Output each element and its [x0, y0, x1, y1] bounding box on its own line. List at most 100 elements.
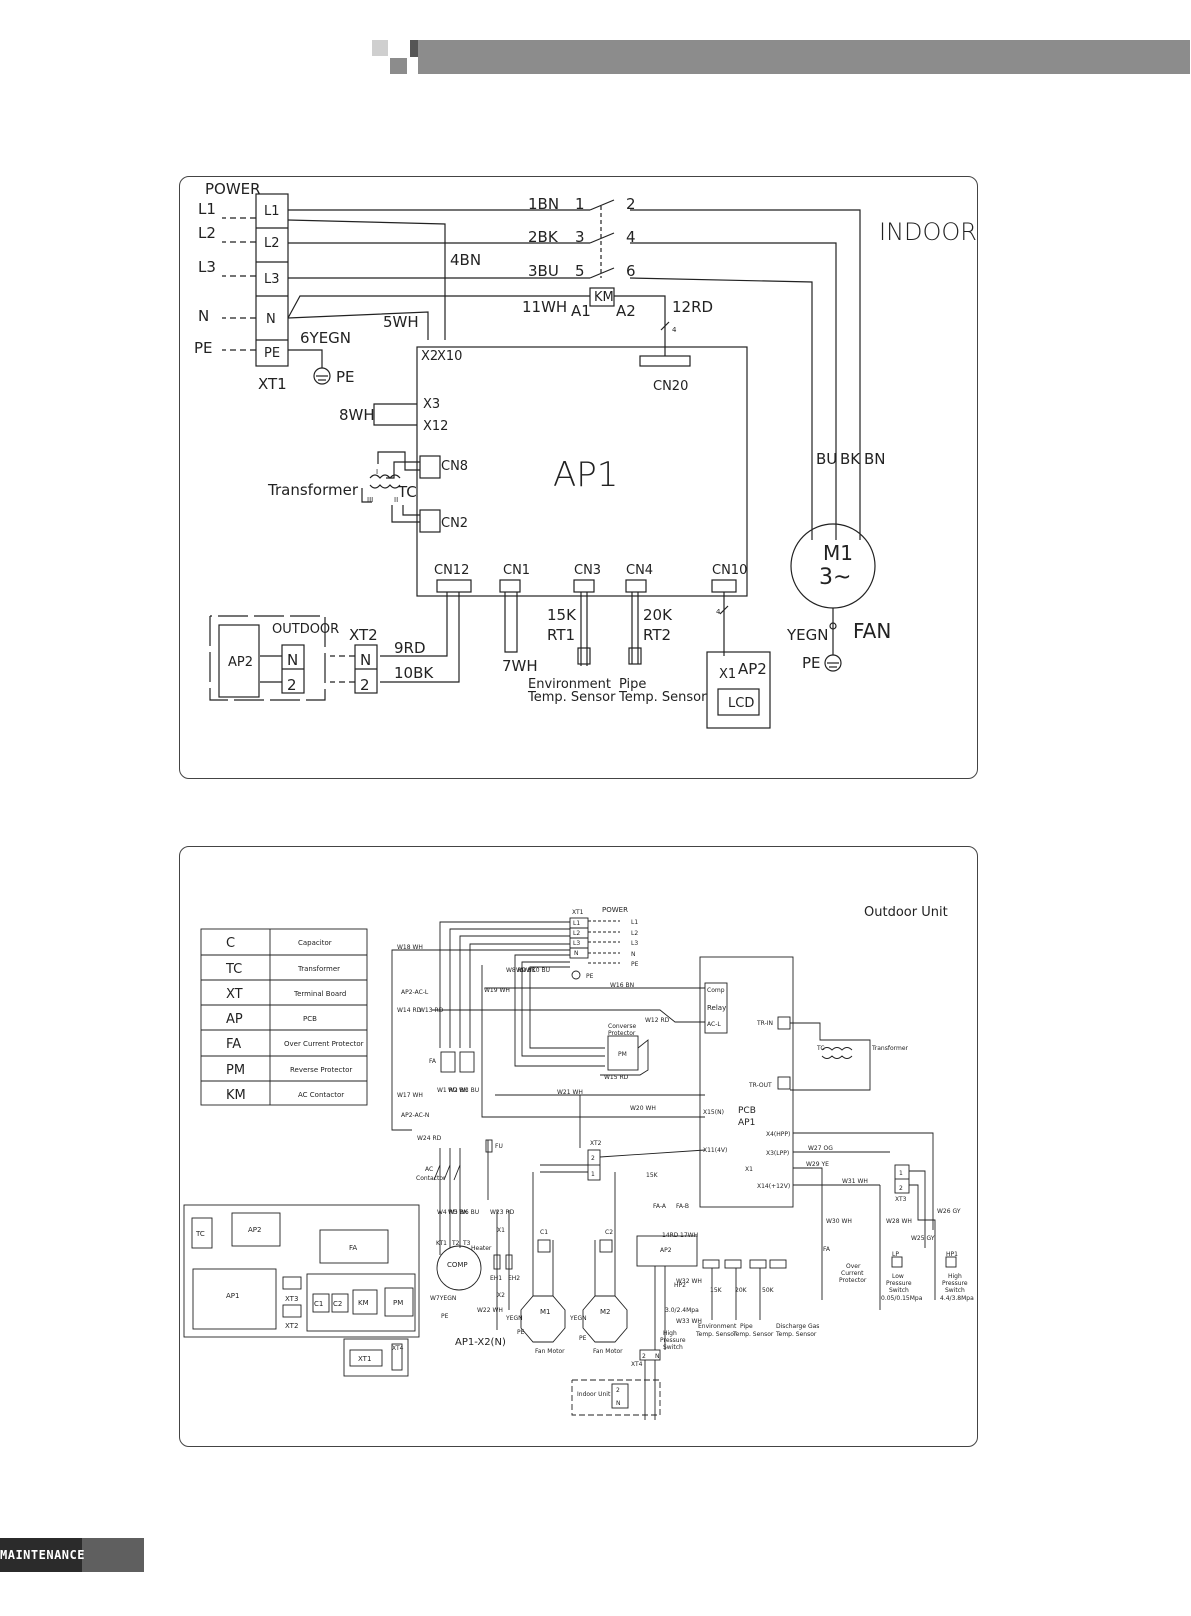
- wire-w21: W21 WH: [557, 1089, 583, 1096]
- pcb-label: PCB: [738, 1106, 756, 1116]
- xt2-n: N: [360, 651, 371, 669]
- m1-label: M1: [540, 1308, 551, 1316]
- header-bar: [418, 40, 1190, 74]
- wire-w3: W3 BU: [459, 1087, 479, 1094]
- lcd-box: [717, 688, 760, 716]
- wire-w9: W9 BK: [516, 967, 537, 974]
- indoor-diagram-panel: [179, 176, 978, 779]
- outdoor-link-2: 2: [287, 676, 297, 694]
- heater-x2: X2: [497, 1292, 505, 1299]
- lp-label: LP: [892, 1251, 899, 1258]
- indoor-unit-2: 2: [616, 1387, 620, 1394]
- ap1-x2-label: AP1-X2(N): [455, 1337, 506, 1348]
- pcb-ap1-outdoor: [699, 956, 794, 1208]
- legend-desc-4: Over Current Protector: [284, 1040, 364, 1048]
- km-a2: A2: [616, 302, 636, 320]
- contact-2: 2: [626, 195, 636, 213]
- dis-sensor-2: Temp. Sensor: [775, 1331, 817, 1338]
- heater-label: Heater: [471, 1245, 492, 1252]
- high-switch-2: Pressure: [942, 1280, 968, 1287]
- contact-1: 1: [575, 195, 585, 213]
- pin-cn4: CN4: [626, 563, 653, 578]
- over-current-2: Current: [841, 1270, 864, 1277]
- motor-phase: 3~: [819, 565, 851, 590]
- wire-w33: W33 WH: [676, 1318, 702, 1325]
- indoor-l2-label: L2: [198, 224, 216, 242]
- legend-desc-6: AC Contactor: [298, 1091, 344, 1099]
- over-current-3: Protector: [839, 1277, 867, 1284]
- hp2-label: HP2: [674, 1282, 686, 1289]
- pin-x2: X2: [421, 349, 438, 364]
- hp1-label: HP1: [946, 1251, 958, 1258]
- wire-12rd: 12RD: [672, 298, 713, 316]
- motor-ground-pe: PE: [802, 654, 821, 672]
- xt1-terminal-strip: [255, 193, 289, 367]
- m1-yegn: YEGN: [505, 1315, 523, 1322]
- low-switch-3: Switch: [889, 1287, 909, 1294]
- wire-w14: W14 RD: [397, 1007, 422, 1014]
- transformer-tc: TC: [397, 483, 417, 501]
- outdoor-transformer: Transformer: [871, 1045, 909, 1052]
- xt2-label: XT2: [349, 626, 378, 644]
- layout-km: KM: [358, 1299, 369, 1307]
- indoor-pe-label: PE: [194, 339, 213, 357]
- wire-w20: W20 WH: [630, 1105, 656, 1112]
- converse-protector-2: Protector: [608, 1030, 636, 1037]
- pin-x15: X15(N): [703, 1109, 724, 1116]
- pin-x1: X1: [745, 1166, 753, 1173]
- wire-5wh: 5WH: [383, 313, 419, 331]
- comp-label: COMP: [447, 1261, 468, 1269]
- display-board-ap2: [706, 651, 771, 729]
- wire-12rd-count: 4: [672, 326, 677, 334]
- converse-protector-1: Converse: [608, 1023, 636, 1030]
- wire-w25: W25 GY: [911, 1235, 935, 1242]
- xt1-l2: L2: [264, 236, 280, 251]
- wire-w6: W6 BU: [459, 1209, 479, 1216]
- legend-code-1: TC: [225, 962, 242, 977]
- wire-7wh: 7WH: [502, 657, 538, 675]
- fu-label: FU: [495, 1143, 503, 1150]
- xt3-1: 1: [899, 1170, 903, 1177]
- wire-w30: W30 WH: [826, 1218, 852, 1225]
- hp2-value: 3.0/2.4Mpa: [665, 1307, 699, 1314]
- fan-motor-2-label: Fan Motor: [593, 1348, 623, 1355]
- wire-1bn: 1BN: [528, 195, 559, 213]
- xt4-2: 2: [642, 1353, 646, 1360]
- outdoor-xt1-l1: L1: [573, 920, 580, 927]
- sensor-20k: 20K: [735, 1287, 748, 1294]
- layout-ap2: AP2: [248, 1226, 261, 1234]
- wire-10bk: 10BK: [394, 664, 434, 682]
- wire-9rd: 9RD: [394, 639, 426, 657]
- display-ap2: AP2: [738, 660, 767, 678]
- wire-w5: W5 BK: [448, 1209, 469, 1216]
- ground-wire-label: 6YEGN: [300, 329, 351, 347]
- rt1-value: 15K: [547, 606, 577, 624]
- outdoor-unit-label: Outdoor Unit: [864, 905, 948, 920]
- pin-x3: X3(LPP): [766, 1150, 789, 1157]
- tc-winding-2: II: [394, 496, 398, 504]
- layout-c1: C1: [314, 1300, 323, 1308]
- comp-t1: KT1: [436, 1240, 447, 1247]
- high-switch-3: Switch: [945, 1287, 965, 1294]
- sensor-50k: 50K: [762, 1287, 775, 1294]
- high-switch-4: 4.4/3.8Mpa: [940, 1295, 974, 1302]
- pin-cn1: CN1: [503, 563, 530, 578]
- lcd-label: LCD: [728, 696, 754, 711]
- outdoor-power-label: POWER: [602, 906, 628, 914]
- wire-w16: W16 BN: [610, 982, 634, 989]
- pin-x14: X14(+12V): [757, 1183, 790, 1190]
- low-switch-4: 0.05/0.15Mpa: [881, 1295, 923, 1302]
- indoor-l1-label: L1: [198, 200, 216, 218]
- fa-b-label: FA-B: [676, 1203, 689, 1210]
- env-sensor-1: Environment: [698, 1323, 737, 1330]
- km-a1: A1: [571, 302, 591, 320]
- fan-motor-m1-outdoor: [520, 1295, 566, 1343]
- wire-w4: W4 RD: [437, 1209, 458, 1216]
- ground-label: PE: [336, 368, 355, 386]
- cn10-count: 4: [716, 608, 721, 616]
- legend-desc-3: PCB: [303, 1015, 317, 1023]
- xt2-1-outdoor: 1: [591, 1171, 595, 1178]
- eh2-label: EH2: [508, 1275, 520, 1282]
- layout-pm: PM: [393, 1299, 403, 1307]
